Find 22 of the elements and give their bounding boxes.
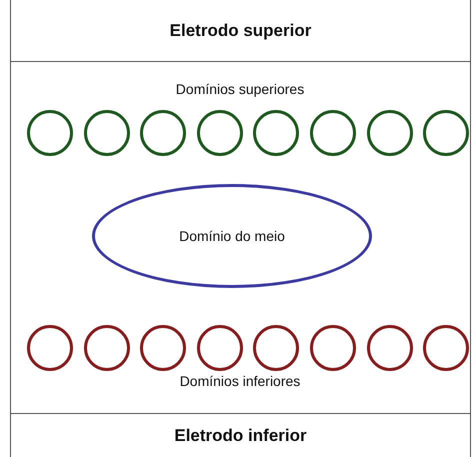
electrode-label: Eletrodo inferior — [174, 426, 307, 446]
domain-circle — [310, 110, 356, 156]
group-caption: Domínios inferiores — [180, 373, 300, 389]
domain-circle — [253, 110, 300, 156]
domain-circle — [310, 325, 356, 371]
domain-circle — [423, 325, 470, 371]
electrode-label: Eletrodo superior — [170, 20, 312, 40]
domain-circle — [196, 110, 243, 156]
domain-ellipse — [92, 184, 372, 288]
domain-circle — [366, 110, 413, 156]
domain-circle — [196, 325, 243, 371]
domain-circle — [423, 110, 470, 156]
domain-label: Domínio do meio — [179, 228, 285, 244]
domain-circle — [84, 325, 130, 371]
domain-circle — [84, 110, 130, 156]
domain-circle — [253, 325, 300, 371]
domain-circle — [27, 325, 73, 371]
domain-circle — [140, 110, 186, 156]
domain-circle — [366, 325, 413, 371]
domain-circle — [27, 110, 73, 156]
domain-circle — [140, 325, 186, 371]
group-caption: Domínios superiores — [176, 81, 304, 97]
